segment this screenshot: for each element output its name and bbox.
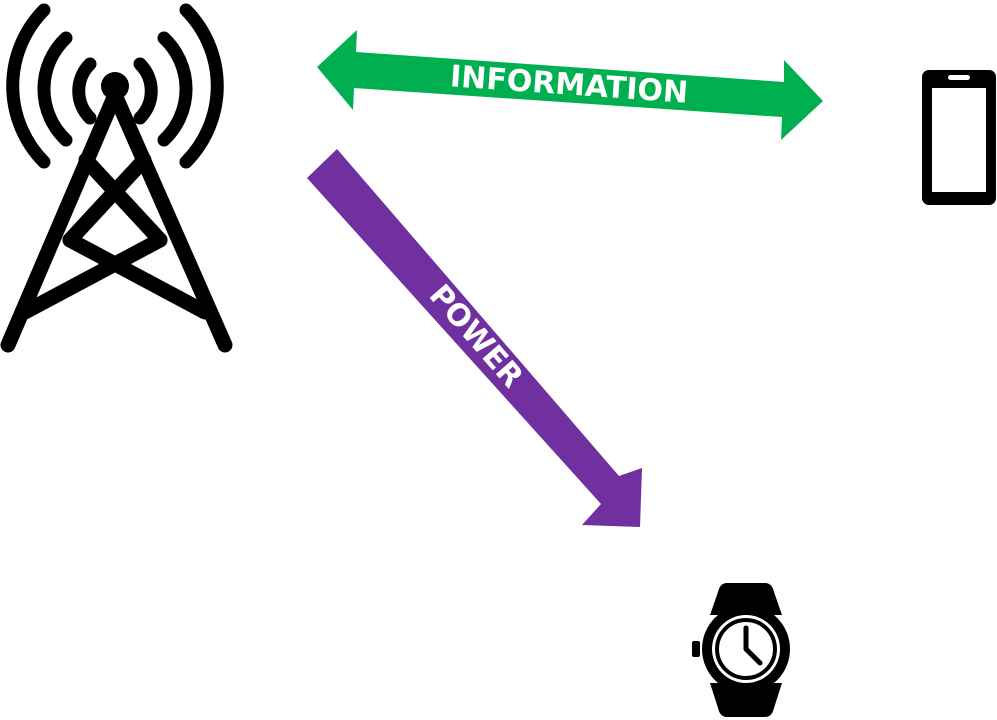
power-arrow: POWER xyxy=(307,149,642,527)
power-arrow-shape xyxy=(307,149,642,527)
information-arrow-shape xyxy=(317,30,823,140)
information-label: INFORMATION xyxy=(449,59,689,111)
smartwatch-icon xyxy=(692,583,790,717)
information-arrow: INFORMATION xyxy=(317,30,823,140)
power-label: POWER xyxy=(422,278,530,395)
cell-tower-icon xyxy=(0,3,233,353)
smartphone-icon xyxy=(922,70,996,205)
